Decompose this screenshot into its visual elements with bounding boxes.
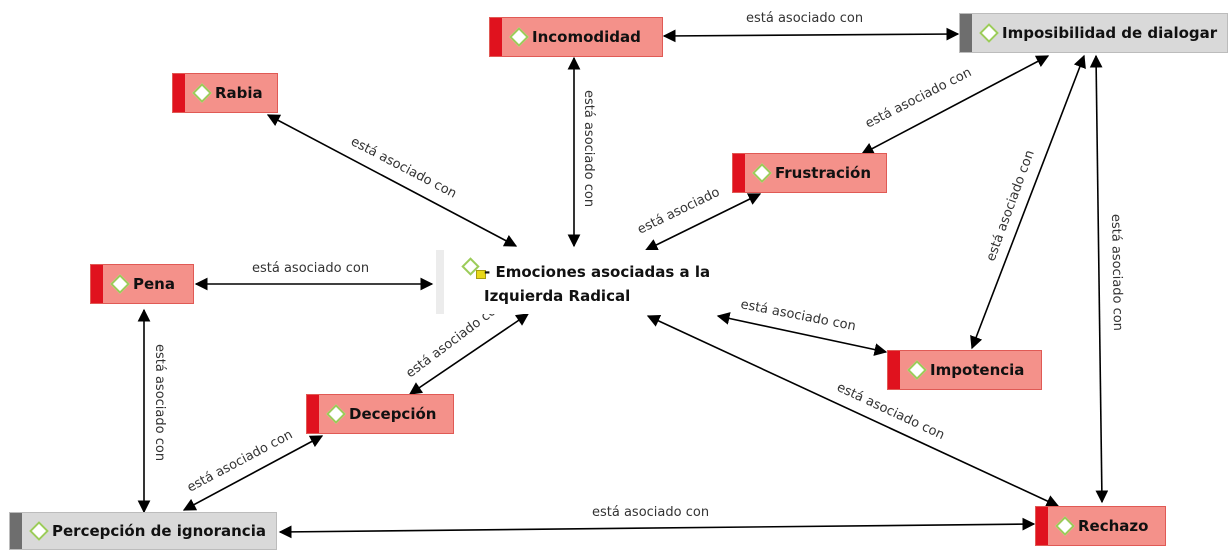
node-label: Impotencia	[930, 361, 1025, 379]
code-diamond-icon	[326, 404, 346, 424]
central-code-node[interactable]: - Emociones asociadas a la Izquierda Rad…	[436, 250, 716, 314]
node-impotencia[interactable]: Impotencia	[887, 350, 1042, 390]
node-rabia[interactable]: Rabia	[172, 73, 278, 113]
node-stripe	[173, 74, 185, 112]
relation-label: está asociado con	[252, 261, 369, 276]
node-label: Pena	[133, 275, 175, 293]
node-label: Rabia	[215, 84, 263, 102]
node-frustracion[interactable]: Frustración	[732, 153, 887, 193]
relation-line	[182, 435, 324, 511]
relation-label: está asociado con	[348, 134, 459, 201]
relation-line	[266, 114, 518, 247]
node-stripe	[960, 14, 972, 52]
relation-label: está asociado con	[152, 344, 167, 461]
relation-line	[646, 315, 1060, 507]
central-code-label: - Emociones asociadas a la Izquierda Rad…	[484, 263, 711, 305]
node-stripe	[888, 351, 900, 389]
relation-label: está asociado	[635, 185, 722, 238]
node-stripe	[10, 513, 22, 549]
relation-label: está asociado con	[581, 90, 596, 207]
node-decepcion[interactable]: Decepción	[306, 394, 454, 434]
code-diamond-icon	[110, 274, 130, 294]
relation-line	[662, 27, 960, 43]
relation-line	[408, 313, 530, 395]
node-stripe	[490, 18, 502, 56]
node-label: Percepción de ignorancia	[52, 522, 266, 540]
relation-line	[970, 54, 1086, 350]
node-stripe	[733, 154, 745, 192]
code-diamond-icon	[979, 23, 999, 43]
node-percepcion-de-ignorancia[interactable]: Percepción de ignorancia	[9, 512, 277, 550]
relation-line	[278, 517, 1036, 539]
node-imposibilidad-de-dialogar[interactable]: Imposibilidad de dialogar	[959, 13, 1228, 53]
code-diamond-icon	[752, 163, 772, 183]
code-diamond-icon	[907, 360, 927, 380]
node-label: Rechazo	[1078, 517, 1149, 535]
node-rechazo[interactable]: Rechazo	[1035, 506, 1166, 546]
relation-label: está asociado con	[739, 297, 857, 334]
memo-note-icon	[476, 270, 486, 279]
node-stripe	[91, 265, 103, 303]
relation-label: está asociado con	[863, 65, 974, 132]
code-diamond-icon	[29, 521, 49, 541]
node-label: Frustración	[775, 164, 871, 182]
code-diamond-icon	[1055, 516, 1075, 536]
relation-line	[1089, 54, 1109, 504]
node-pena[interactable]: Pena	[90, 264, 194, 304]
relation-label: está asociado con	[185, 427, 295, 495]
code-diamond-icon	[509, 27, 529, 47]
node-stripe	[307, 395, 319, 433]
node-label: Imposibilidad de dialogar	[1002, 24, 1218, 42]
code-diamond-icon	[192, 83, 212, 103]
node-stripe	[1036, 507, 1048, 545]
relation-label: está asociado con	[746, 11, 863, 26]
relation-label: está asociado con	[592, 505, 709, 520]
node-label: Decepción	[349, 405, 437, 423]
node-incomodidad[interactable]: Incomodidad	[489, 17, 663, 57]
relation-line	[644, 193, 762, 251]
relation-label: está asociado con	[1108, 214, 1125, 331]
node-label: Incomodidad	[532, 28, 641, 46]
